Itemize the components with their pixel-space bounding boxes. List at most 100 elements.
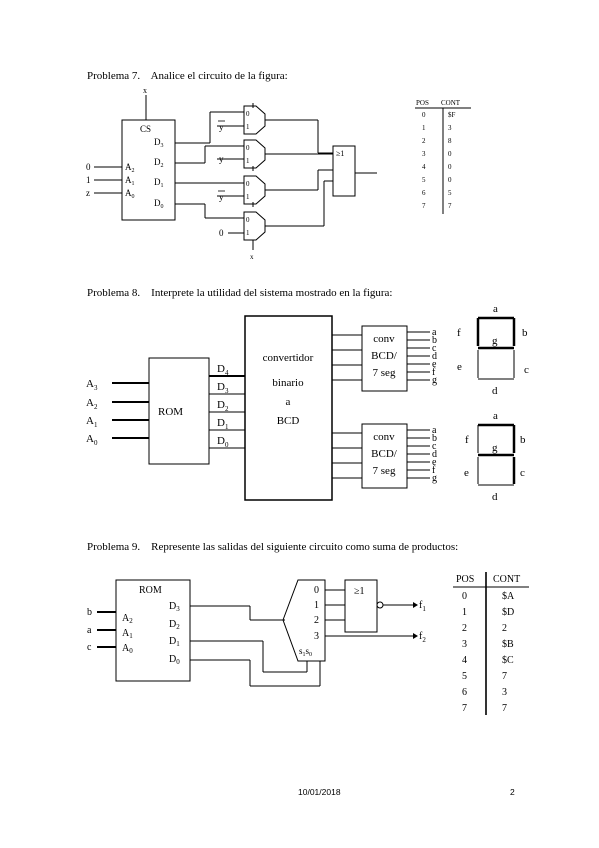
problem-8-text: Interprete la utilidad del sistema mostr… [151,287,393,299]
fig9-cont-0: $A [502,591,515,602]
fig7-mux-1 [243,105,266,135]
fig9-select-s1-sub: 1 [303,652,306,658]
fig7-input-2: z [86,188,90,198]
fig8-seg-top-g: g [432,375,437,386]
fig9-pos-2: 2 [462,623,467,634]
fig7-addr-a1: A [125,175,132,185]
fig9-mux-in-0: 0 [314,585,319,596]
fig8-seg-bottom-g: g [432,473,437,484]
fig8-seg-bottom-f: f [432,465,436,476]
svg-text:A2: A2 [125,162,135,174]
fig9-pos-1: 1 [462,607,467,618]
fig7-circuit [94,95,471,250]
footer-date: 10/01/2018 [298,787,341,797]
svg-text:D3: D3 [154,137,164,149]
fig9-cont-2: 2 [502,623,507,634]
fig7-addr-a1-sub: 1 [132,181,135,187]
svg-text:D1: D1 [169,636,180,648]
fig8-d0-sub: 0 [225,441,229,449]
problem-9-text: Represente las salidas del siguiente cir… [151,541,459,553]
fig8-disp-top-d: d [492,385,498,397]
fig7-out-d3: D [154,137,161,147]
fig9-addr-a2: A [122,613,130,624]
svg-text:A1: A1 [122,628,133,640]
fig8-seg-bottom-d: d [432,449,437,460]
fig9-addr-a1: A [122,628,130,639]
fig8-input-a1: A [86,415,94,427]
fig7-pos-7: 7 [422,202,426,210]
fig9-select-s1: s [299,646,303,656]
fig7-signal-y-3: y [219,192,224,202]
fig7-cont-1: 3 [448,124,452,132]
fig8-disp-top-a: a [493,303,498,315]
fig7-addr-a0-sub: 0 [132,194,135,200]
fig7-mux3-in1: 1 [246,193,250,201]
fig9-out-d2-sub: 2 [176,623,180,631]
fig9-out-d1-sub: 1 [176,640,180,648]
fig9-addr-a0: A [122,643,130,654]
fig9-select-s0-sub: 0 [309,652,312,658]
fig8-d2: D [217,399,225,411]
fig8-seg-bottom-e: e [432,457,437,468]
fig9-rom-label: ROM [139,585,162,596]
fig7-cs: CS [140,124,151,134]
fig7-pos-3: 3 [422,150,426,158]
fig9-mux-in-1: 1 [314,600,319,611]
problem-9-heading: Problema 9. Represente las salidas del s… [87,541,458,553]
fig7-addr-a2-sub: 2 [132,168,135,174]
fig9-cont-4: $C [502,655,514,666]
fig8-seg-top-a: a [432,327,437,338]
fig8-disp-top-f: f [457,327,461,339]
fig8-conv-top [361,325,408,392]
fig9-out-d3: D [169,601,176,612]
fig7-out-d0: D [154,198,161,208]
fig8-disp-bottom-f: f [465,434,469,446]
fig8-input-a3-sub: 3 [94,384,98,392]
svg-text:A1: A1 [86,415,98,429]
fig9-input-c: c [87,642,92,653]
fig7-zero: 0 [219,228,224,238]
fig8-conv-bottom-line-2: BCD/ [371,448,398,460]
fig8-d0: D [217,435,225,447]
fig7-mux2-in1: 1 [246,157,250,165]
fig9-cont-6: 3 [502,687,507,698]
fig8-rom-label: ROM [158,406,183,418]
fig8-display-top-labels: a f b g e c d [457,303,529,397]
fig8-display-bottom-labels: a f b g e c d [464,410,526,503]
fig7-or-label: ≥1 [336,149,344,158]
fig7-cont-3: 0 [448,150,452,158]
problem-8-label: Problema 8. [87,287,141,299]
fig7-cont-7: 7 [448,202,452,210]
problem-8-heading: Problema 8. Interprete la utilidad del s… [87,287,392,299]
fig9-table-header-cont: CONT [493,574,520,585]
fig8-seg-bottom-c: c [432,441,437,452]
fig7-cont-2: 8 [448,137,452,145]
fig8-seg-top-f: f [432,367,436,378]
fig9-input-b: b [87,607,92,618]
fig8-disp-top-c: c [524,364,529,376]
svg-text:D2: D2 [154,157,164,169]
fig8-disp-bottom-d: d [492,491,498,503]
fig7-mux1-in1: 1 [246,123,250,131]
svg-text:D1: D1 [217,417,229,431]
fig9-or-label: ≥1 [354,586,365,597]
fig7-input-1: 1 [86,175,91,185]
fig7-table-header-cont: CONT [441,99,461,107]
fig7-mux-4 [243,211,266,241]
fig9-pos-0: 0 [462,591,467,602]
fig8-input-a1-sub: 1 [94,421,98,429]
svg-text:A2: A2 [122,613,133,625]
fig9-out-d1: D [169,636,176,647]
fig9-f1-sub: 1 [422,605,426,613]
fig8-d1: D [217,417,225,429]
fig9-out-d3-sub: 3 [176,605,180,613]
problem-7-text: Analice el circuito de la figura: [150,70,288,82]
fig7-pos-4: 4 [422,163,426,171]
problem-7-heading: Problema 7. Analice el circuito de la fi… [87,70,288,82]
fig7-pos-6: 6 [422,189,426,197]
fig8-input-a0: A [86,433,94,445]
problem-7-label: Problema 7. [87,70,141,82]
fig7-cont-5: 0 [448,176,452,184]
fig8-display-bottom [477,423,516,486]
fig8-conv-top-line-3: 7 seg [373,367,396,379]
